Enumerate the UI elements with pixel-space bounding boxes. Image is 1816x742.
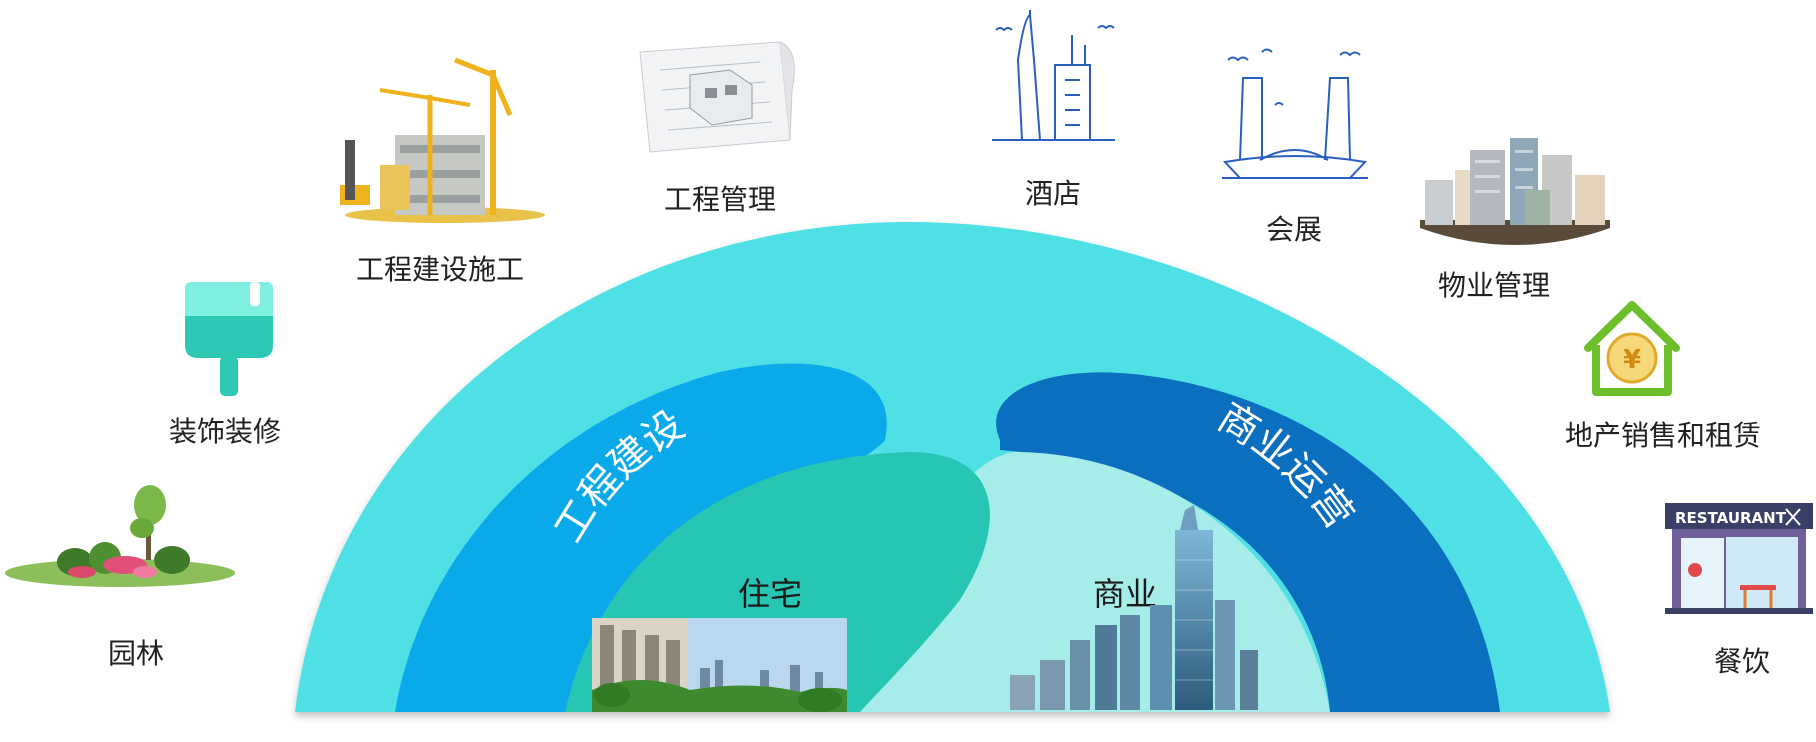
middle-arc-right [996, 372, 1500, 712]
label-construction: 工程建设施工 [355, 253, 525, 286]
label-garden: 园林 [107, 637, 165, 670]
house-yuan-icon: ¥ [1584, 301, 1680, 396]
svg-text:¥: ¥ [1623, 345, 1641, 375]
blueprint-building-icon [639, 41, 795, 153]
label-property-mgmt: 物业管理 [1437, 269, 1551, 302]
inner-left-label: 住宅 [738, 575, 802, 613]
label-realestate: 地产销售和租赁 [1564, 419, 1762, 452]
commercial-photo [1010, 505, 1258, 710]
label-dining: 餐饮 [1713, 645, 1771, 678]
skyscraper-icon [992, 10, 1115, 141]
inner-right-label: 商业 [1093, 575, 1157, 613]
residential-photo [592, 618, 847, 712]
paint-brush-icon [185, 282, 273, 396]
label-hotel: 酒店 [1024, 177, 1082, 210]
exhibition-center-icon [1222, 48, 1368, 179]
garden-icon [5, 485, 235, 587]
restaurant-icon: RESTAURANT [1665, 503, 1813, 614]
svg-text:RESTAURANT: RESTAURANT [1675, 509, 1787, 527]
city-buildings-icon [1420, 138, 1610, 245]
label-project-mgmt: 工程管理 [663, 183, 777, 216]
label-decoration: 装饰装修 [168, 415, 282, 448]
middle-arc-left [395, 363, 887, 712]
construction-crane-icon [340, 57, 545, 223]
label-exhibition: 会展 [1265, 213, 1323, 246]
